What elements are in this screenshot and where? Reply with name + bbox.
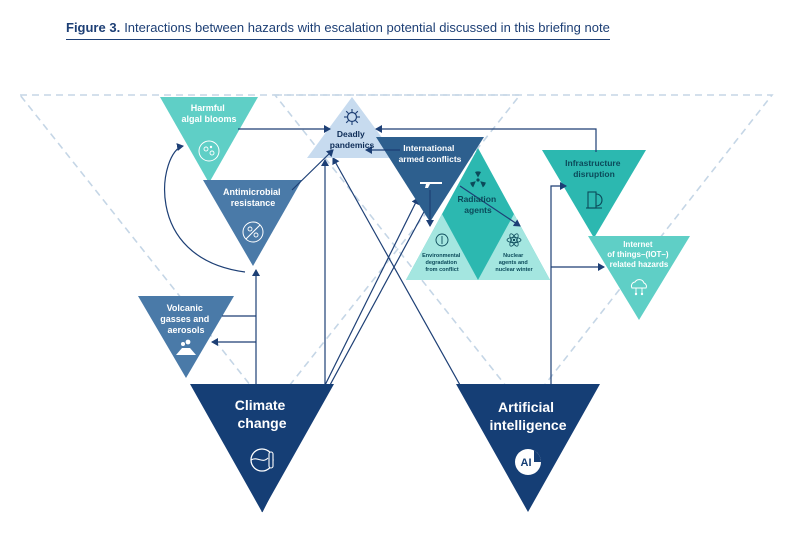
label-line: Deadly — [337, 129, 365, 139]
label-line: Nuclear — [503, 253, 524, 259]
iot-triangle — [588, 236, 690, 320]
label-line: Artificial — [498, 399, 554, 415]
climate-change-label: Climate change — [235, 397, 289, 431]
label-line: disruption — [573, 169, 615, 179]
volcanic-label: Volcanic gasses and aerosols — [160, 303, 212, 335]
atom-icon — [506, 233, 522, 247]
climate-change-triangle — [190, 384, 334, 512]
label-line: Radiation — [457, 194, 496, 204]
label-line: Environmental — [422, 253, 461, 259]
infrastructure-icon — [586, 191, 603, 209]
label-line: Infrastructure — [565, 158, 621, 168]
label-line: intelligence — [489, 417, 566, 433]
label-line: Volcanic — [167, 303, 203, 313]
label-line: gasses and — [160, 314, 209, 324]
arrow-infra-to-pandemics — [375, 125, 597, 152]
armed-conflicts-triangle — [376, 137, 484, 222]
label-line: resistance — [231, 198, 276, 208]
artificial-intelligence-triangle — [456, 384, 600, 512]
label-line: of things–(IOT–) — [607, 250, 669, 259]
outline-left-triangle — [18, 94, 522, 412]
figure-title: Interactions between hazards with escala… — [124, 20, 610, 35]
harmful-algal-blooms-triangle — [160, 97, 258, 183]
label-line: International — [403, 143, 454, 153]
label-line: Antimicrobial — [223, 187, 281, 197]
thermometer-globe-icon — [250, 448, 274, 472]
deadly-pandemics-label: Deadly pandemics — [330, 129, 375, 150]
arrow-conflicts-to-nuclear — [459, 185, 521, 227]
infrastructure-disruption-label: Infrastructure disruption — [565, 158, 623, 179]
figure-caption: Figure 3.Interactions between hazards wi… — [66, 20, 610, 40]
arrow-amr-to-pandemics — [291, 149, 334, 191]
virus-icon — [344, 109, 360, 125]
cross-line-right — [332, 157, 461, 386]
algae-icon — [198, 140, 220, 162]
environmental-degradation-label: Environmental degradation from conflict — [422, 253, 462, 273]
ai-badge-text: AI — [521, 457, 532, 469]
environment-icon — [435, 233, 449, 247]
label-line: from conflict — [425, 267, 458, 273]
artificial-intelligence-label: Artificial intelligence — [489, 399, 566, 433]
infrastructure-disruption-triangle — [542, 150, 646, 238]
cross-line-left-b — [329, 209, 426, 386]
label-line: nuclear winter — [495, 267, 533, 273]
cloud-network-icon — [630, 279, 647, 296]
rifle-icon — [420, 182, 442, 188]
nuclear-agents-triangle — [478, 214, 550, 280]
arrow-amr-to-algal — [164, 143, 246, 273]
label-line: algal blooms — [181, 114, 236, 124]
nuclear-agents-label: Nuclear agents and nuclear winter — [495, 253, 533, 273]
ai-badge-icon: AI — [515, 449, 541, 475]
volcano-icon — [176, 339, 196, 355]
microbe-icon — [242, 221, 264, 243]
label-line: armed conflicts — [399, 154, 462, 164]
antimicrobial-resistance-triangle — [203, 180, 302, 266]
figure-label: Figure 3. — [66, 20, 121, 35]
label-line: related hazards — [610, 260, 669, 269]
harmful-algal-blooms-label: Harmful algal blooms — [181, 103, 236, 124]
label-line: agents — [464, 205, 492, 215]
environmental-degradation-triangle — [406, 214, 478, 280]
label-line: Harmful — [191, 103, 225, 113]
volcanic-triangle — [138, 296, 234, 378]
label-line: degradation — [425, 260, 457, 266]
radiation-agents-label: Radiation agents — [457, 194, 498, 215]
iot-label: Internet of things–(IOT–) related hazard… — [607, 240, 671, 269]
label-line: change — [237, 415, 286, 431]
label-line: Climate — [235, 397, 286, 413]
radiation-icon — [470, 171, 486, 188]
armed-conflicts-label: International armed conflicts — [399, 143, 462, 164]
label-line: agents and — [499, 260, 528, 266]
label-line: Internet — [623, 240, 653, 249]
antimicrobial-resistance-label: Antimicrobial resistance — [223, 187, 283, 208]
label-line: aerosols — [167, 325, 204, 335]
arrow-ai-to-infra — [550, 182, 567, 384]
label-line: pandemics — [330, 140, 375, 150]
deadly-pandemics-triangle — [307, 97, 397, 158]
